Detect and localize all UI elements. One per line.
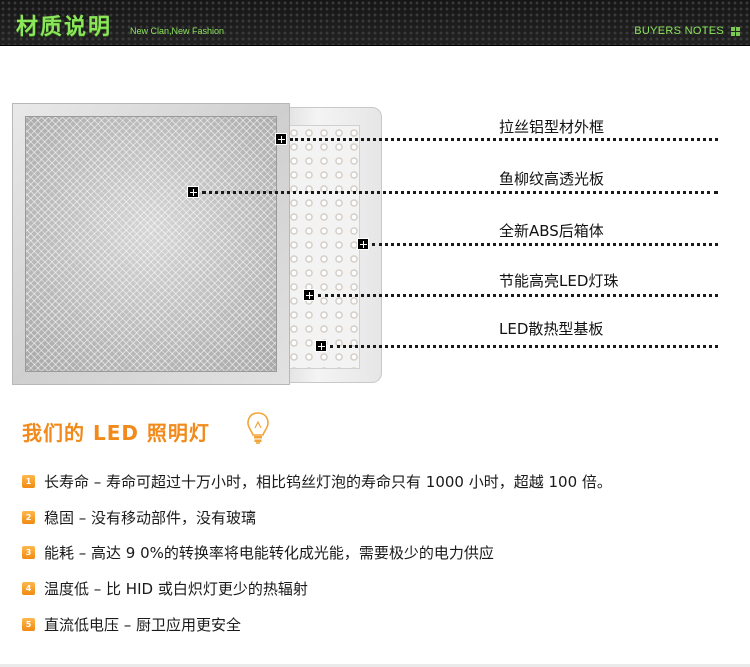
- feature-text: 稳固 – 没有移动部件，没有玻璃: [44, 508, 257, 527]
- feature-item: 5 直流低电压 – 厨卫应用更安全: [22, 614, 241, 634]
- feature-item: 3 能耗 – 高达 9 0%的转换率将电能转化成光能，需要极少的电力供应: [22, 542, 494, 562]
- led-board: [286, 125, 360, 369]
- callout-label-frame: 拉丝铝型材外框: [499, 118, 605, 136]
- number-3-icon: 3: [22, 545, 35, 559]
- aluminum-frame: [12, 103, 290, 385]
- leader-line: [318, 294, 718, 297]
- marker-plus-icon: [315, 340, 327, 352]
- marker-plus-icon: [275, 133, 287, 145]
- callout-label-diffuser: 鱼柳纹高透光板: [499, 170, 605, 188]
- marker-plus-icon: [357, 238, 369, 250]
- feature-text: 温度低 – 比 HID 或白炽灯更少的热辐射: [44, 579, 308, 598]
- number-5-icon: 5: [22, 617, 35, 631]
- feature-item: 2 稳固 – 没有移动部件，没有玻璃: [22, 507, 256, 527]
- diffuser-plate: [25, 116, 277, 372]
- leader-line: [372, 243, 718, 246]
- header-bar: 材质说明 New Clan,New Fashion BUYERS NOTES: [0, 0, 750, 46]
- divider: [0, 664, 750, 667]
- callout-label-backbox: 全新ABS后箱体: [499, 222, 604, 240]
- lightbulb-icon: [247, 412, 269, 444]
- leader-line: [330, 345, 718, 348]
- number-1-icon: 1: [22, 474, 35, 488]
- number-2-icon: 2: [22, 510, 35, 524]
- buyers-notes-link[interactable]: BUYERS NOTES: [634, 25, 724, 37]
- marker-plus-icon: [187, 186, 199, 198]
- feature-text: 能耗 – 高达 9 0%的转换率将电能转化成光能，需要极少的电力供应: [44, 543, 494, 562]
- feature-text: 长寿命 – 寿命可超过十万小时，相比钨丝灯泡的寿命只有 1000 小时，超越 1…: [44, 472, 612, 491]
- led-panel-illustration: [12, 103, 382, 385]
- header-subtitle: New Clan,New Fashion: [130, 26, 225, 36]
- feature-item: 4 温度低 – 比 HID 或白炽灯更少的热辐射: [22, 578, 308, 598]
- section-title: 我们的 LED 照明灯: [22, 421, 210, 445]
- callout-label-substrate: LED散热型基板: [499, 320, 604, 338]
- leader-line: [290, 138, 718, 141]
- grid-icon: [731, 27, 740, 36]
- leader-line: [202, 191, 718, 194]
- marker-plus-icon: [303, 289, 315, 301]
- feature-item: 1 长寿命 – 寿命可超过十万小时，相比钨丝灯泡的寿命只有 1000 小时，超越…: [22, 471, 612, 491]
- number-4-icon: 4: [22, 581, 35, 595]
- feature-text: 直流低电压 – 厨卫应用更安全: [44, 615, 242, 634]
- header-title: 材质说明: [16, 15, 113, 40]
- callout-label-led-chips: 节能高亮LED灯珠: [499, 272, 619, 290]
